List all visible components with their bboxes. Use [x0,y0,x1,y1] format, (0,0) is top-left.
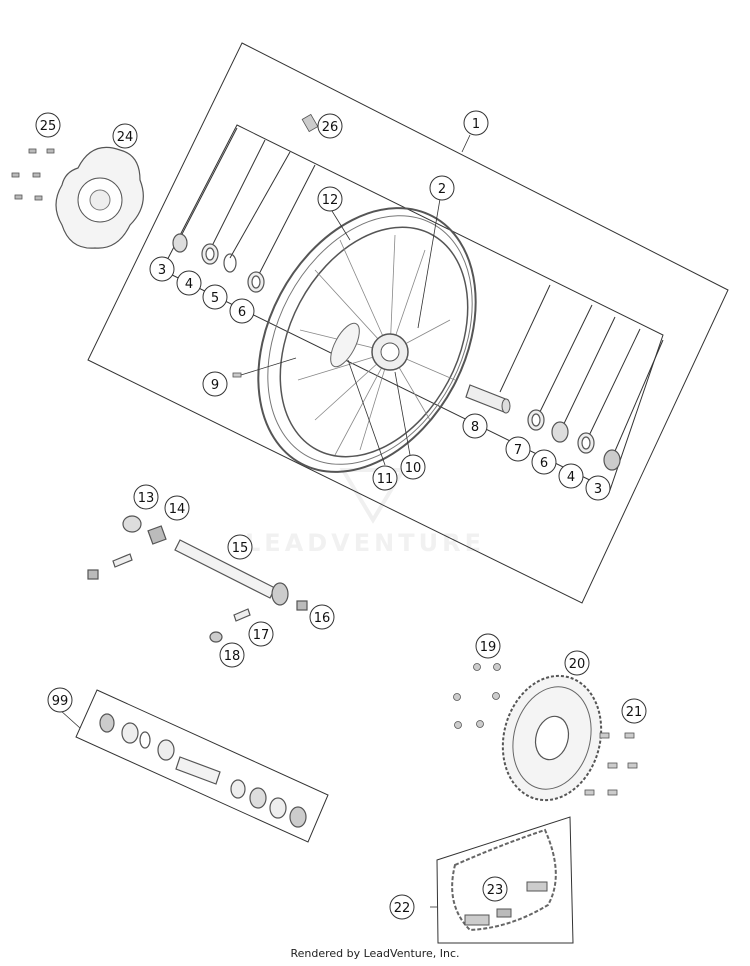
callout-7: 7 [505,436,531,462]
callout-2: 2 [429,175,455,201]
callout-19: 19 [475,633,501,659]
spoke-nipple [232,372,242,378]
callout-3b: 3 [585,475,611,501]
callout-5: 5 [202,284,228,310]
callout-15: 15 [227,534,253,560]
svg-text:19: 19 [480,640,497,655]
callout-6a: 6 [229,298,255,324]
callout-13: 13 [133,484,159,510]
svg-text:3: 3 [158,263,166,278]
callout-8: 8 [462,413,488,439]
callout-9: 9 [202,371,228,397]
callout-12: 12 [317,186,343,212]
svg-text:16: 16 [314,611,331,626]
svg-text:23: 23 [487,883,504,898]
svg-text:7: 7 [514,443,522,458]
svg-text:26: 26 [322,120,339,135]
svg-text:24: 24 [117,130,134,145]
svg-text:6: 6 [540,456,548,471]
svg-text:17: 17 [253,628,270,643]
disc-bolts [11,148,55,201]
svg-text:5: 5 [211,291,219,306]
svg-text:25: 25 [40,119,57,134]
svg-text:20: 20 [569,657,586,672]
callout-leaders [59,134,471,908]
svg-text:1: 1 [472,117,480,132]
watermark-text: LEADVENTURE [245,529,485,557]
callout-25: 25 [35,112,61,138]
watermark: LEADVENTURE [245,468,485,557]
callout-10: 10 [400,454,426,480]
chain-frame [436,816,574,944]
footer-credit: Rendered by LeadVenture, Inc. [290,947,460,960]
svg-text:4: 4 [185,277,193,292]
svg-text:10: 10 [405,461,422,476]
callout-22: 22 [389,894,415,920]
svg-text:99: 99 [52,694,69,709]
sprocket-nuts [453,663,501,729]
sprocket-bolts [584,732,638,796]
callout-9-leader [240,357,297,376]
drive-chain [451,828,557,932]
svg-text:6: 6 [238,305,246,320]
callout-11: 11 [372,465,398,491]
brake-disc [55,146,144,249]
callout-18: 18 [219,642,245,668]
callout-23: 23 [482,876,508,902]
svg-text:4: 4 [567,470,575,485]
svg-text:14: 14 [169,502,186,517]
callout-99: 99 [47,687,73,713]
callout-6b: 6 [531,449,557,475]
spacer-tube [465,384,511,414]
right-bracket-lines [499,284,664,459]
svg-text:12: 12 [322,193,339,208]
callout-3a: 3 [149,256,175,282]
callout-layer: 25 24 26 1 12 2 3 4 5 6 9 8 7 6 4 3 11 1… [35,110,647,920]
wheel-assembly-frame [87,42,729,604]
callout-4a: 4 [176,270,202,296]
bearing-kit-parts [99,713,307,828]
callout-20: 20 [564,650,590,676]
callout-24: 24 [112,123,138,149]
svg-text:22: 22 [394,901,411,916]
svg-text:3: 3 [594,482,602,497]
svg-text:21: 21 [626,705,643,720]
rear-sprocket [501,674,603,802]
callout-1: 1 [463,110,489,136]
svg-text:11: 11 [377,472,394,487]
bearing-kit-frame [75,689,329,843]
callout-26: 26 [317,113,343,139]
right-bearing-set [527,409,621,471]
valve-part [301,113,319,133]
left-bracket-lines [179,127,316,283]
axle-parts [87,515,308,643]
callout-16: 16 [309,604,335,630]
svg-text:8: 8 [471,420,479,435]
svg-text:18: 18 [224,649,241,664]
left-bearing-set [172,233,265,293]
callout-4b: 4 [558,463,584,489]
callout-21: 21 [621,698,647,724]
svg-text:15: 15 [232,541,249,556]
rear-wheel [257,207,477,473]
callout-17: 17 [248,621,274,647]
svg-text:2: 2 [438,182,446,197]
svg-text:13: 13 [138,491,155,506]
svg-text:9: 9 [211,378,219,393]
callout-14: 14 [164,495,190,521]
